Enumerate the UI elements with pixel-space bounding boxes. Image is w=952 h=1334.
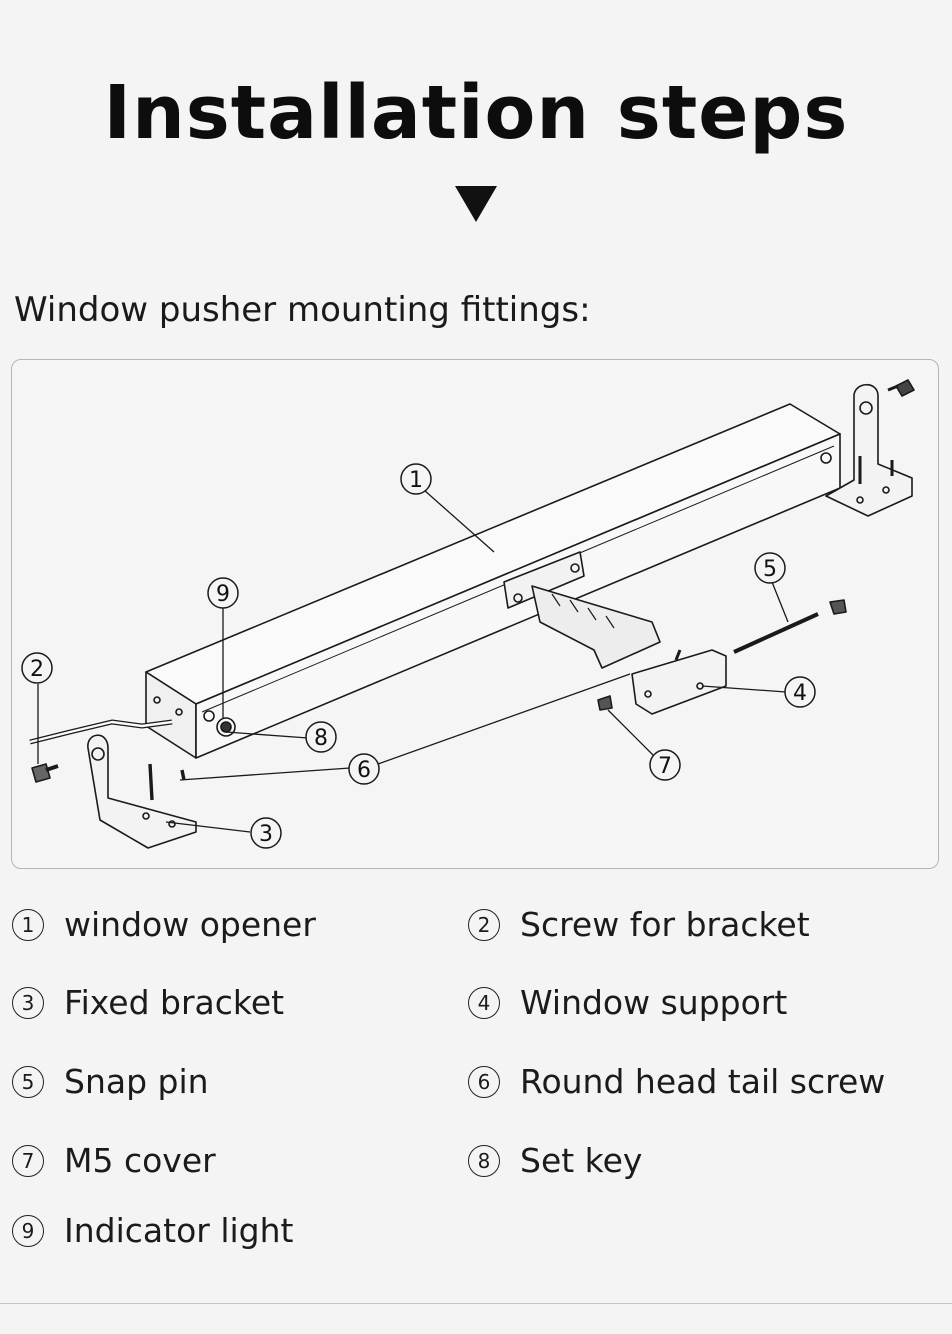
down-arrow-icon	[455, 186, 497, 222]
callout-6: 6	[357, 758, 371, 783]
legend-number: 4	[468, 986, 500, 1019]
legend-number: 8	[468, 1144, 500, 1177]
callout-8: 8	[314, 726, 328, 751]
legend-number: 9	[12, 1214, 44, 1247]
legend-label: Screw for bracket	[520, 905, 810, 944]
callout-3: 3	[259, 822, 273, 847]
legend-item-snap-pin: 5 Snap pin	[12, 1062, 209, 1101]
legend-label: M5 cover	[64, 1141, 216, 1180]
parts-diagram: 1 2 3 4 5 6 7 8 9	[11, 359, 939, 869]
callout-2: 2	[30, 657, 44, 682]
section-subtitle: Window pusher mounting fittings:	[14, 290, 591, 330]
legend-label: Indicator light	[64, 1211, 294, 1250]
legend-item-round-head-screw: 6 Round head tail screw	[468, 1062, 885, 1101]
legend-item-bracket-screw: 2 Screw for bracket	[468, 905, 810, 944]
legend-item-set-key: 8 Set key	[468, 1141, 642, 1180]
callout-1: 1	[409, 468, 423, 493]
legend-number: 5	[12, 1065, 44, 1098]
legend-label: Fixed bracket	[64, 983, 285, 1022]
legend-label: window opener	[64, 905, 316, 944]
legend-item-indicator-light: 9 Indicator light	[12, 1211, 293, 1250]
legend-label: Snap pin	[64, 1062, 209, 1101]
legend-label: Window support	[520, 983, 788, 1022]
legend-number: 6	[468, 1065, 500, 1098]
exploded-view-illustration: 1 2 3 4 5 6 7 8 9	[21, 379, 915, 849]
callout-5: 5	[763, 557, 777, 582]
legend-number: 7	[12, 1144, 44, 1177]
legend-number: 1	[12, 908, 44, 941]
legend-item-window-opener: 1 window opener	[12, 905, 316, 944]
legend-item-fixed-bracket: 3 Fixed bracket	[12, 983, 284, 1022]
footer-divider	[0, 1303, 952, 1304]
legend-label: Set key	[520, 1141, 643, 1180]
legend-number: 2	[468, 908, 500, 941]
legend-item-m5-cover: 7 M5 cover	[12, 1141, 216, 1180]
legend-number: 3	[12, 986, 44, 1019]
callout-9: 9	[216, 582, 230, 607]
page-title: Installation steps	[103, 70, 849, 156]
legend-item-window-support: 4 Window support	[468, 983, 787, 1022]
legend-label: Round head tail screw	[520, 1062, 886, 1101]
callout-4: 4	[793, 681, 807, 706]
callout-7: 7	[658, 754, 672, 779]
